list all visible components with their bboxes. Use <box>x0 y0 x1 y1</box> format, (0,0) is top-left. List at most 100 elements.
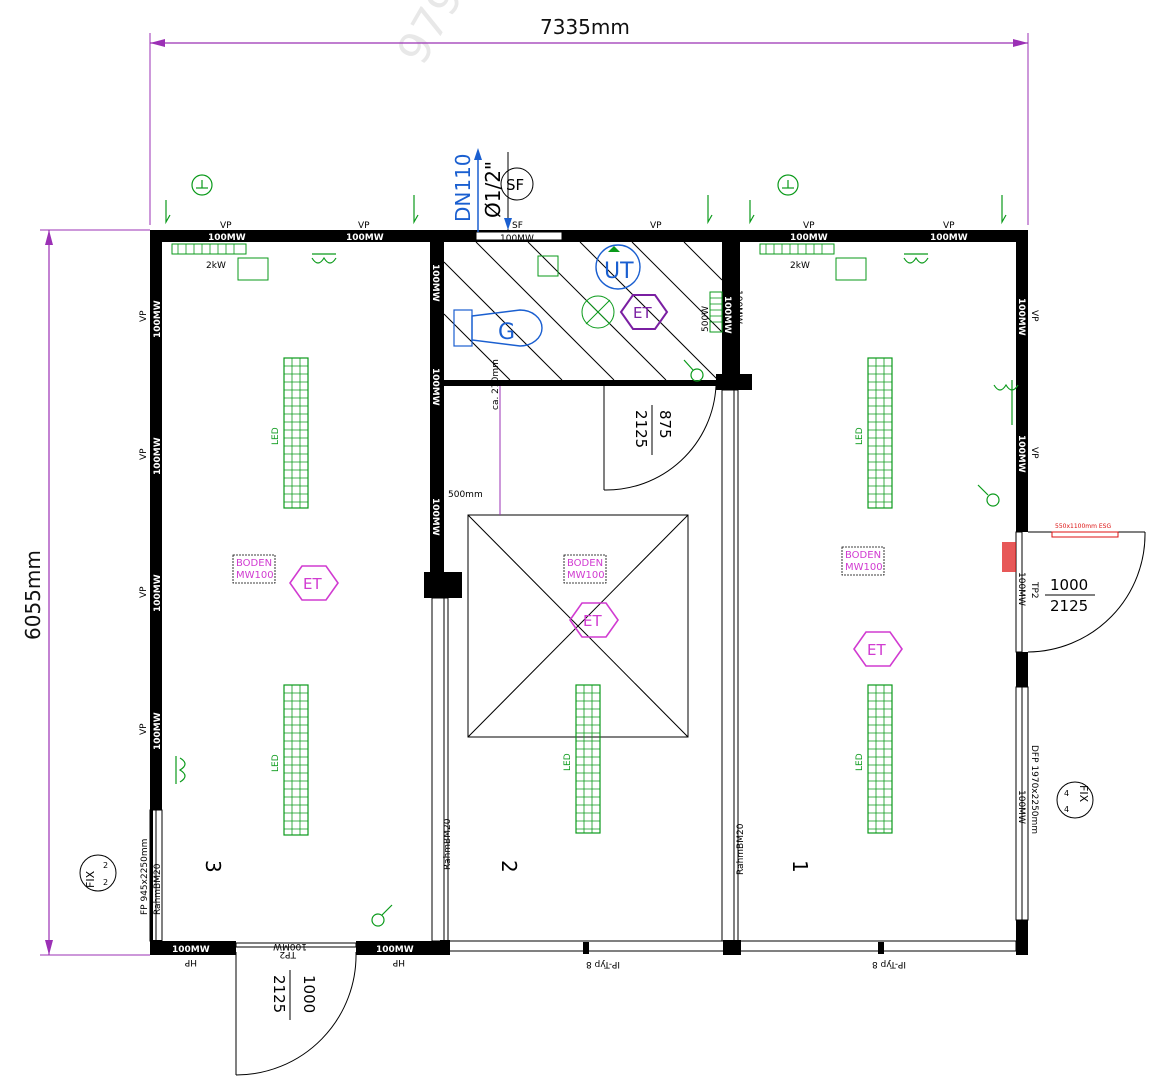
led-panel-room3-top: LED <box>271 357 309 509</box>
wall-label-bottom-1: 100MW <box>172 945 210 955</box>
frame-post-fill-l <box>440 940 450 955</box>
room-number-1: 1 <box>788 860 812 873</box>
wall-label-bottom-door: 100MW <box>273 941 307 951</box>
inner-door-height: 2125 <box>632 410 650 448</box>
esg-window <box>1051 531 1119 538</box>
floor-label-room2: BODEN MW100 <box>563 554 607 584</box>
frame-post-fill-m2 <box>878 942 884 954</box>
right-window-wall: 100MW <box>1016 790 1026 824</box>
sf-label-top: SF <box>512 221 523 231</box>
wall-label-right-2: 100MW <box>1016 435 1026 473</box>
sink-fixture: UT <box>595 244 641 290</box>
inner-door <box>603 385 717 491</box>
left-window <box>149 809 163 942</box>
frame-label-left: RahmBM20 <box>443 818 453 870</box>
bathroom-switch <box>537 255 559 277</box>
height-label: 6055mm <box>21 550 45 640</box>
wall-label-int-2: 100MW <box>430 368 440 406</box>
led-panel-room1-top-label: LED <box>855 427 865 445</box>
svg-text:MW100: MW100 <box>845 562 883 573</box>
right-door-wall: 100MW <box>1016 572 1026 606</box>
wall-label-left-1: 100MW <box>153 300 163 338</box>
heater-room1: 2kW <box>759 243 867 281</box>
heater-room3: 2kW <box>171 243 269 281</box>
left-window-label: FP 945x2250mm <box>140 839 150 915</box>
svg-text:SF: SF <box>506 176 524 194</box>
room-number-3: 3 <box>201 860 225 873</box>
wall-label-int-1: 100MW <box>430 264 440 302</box>
vp-label-right-2: VP <box>1029 447 1039 459</box>
wall-label-top-1: 100MW <box>208 233 246 243</box>
dim-270-label: ca. 270mm <box>491 359 501 410</box>
vp-label-top-3: VP <box>650 221 662 231</box>
void-box <box>467 514 689 738</box>
boiler: 500W <box>701 291 723 333</box>
pipe-labels: DN110 Ø1/2" SF <box>451 148 534 232</box>
bathroom-hatch <box>443 241 723 381</box>
svg-text:FIX: FIX <box>84 870 97 888</box>
wall-label-top-4: 100MW <box>930 233 968 243</box>
inner-door-width: 875 <box>656 410 674 439</box>
svg-text:BODEN: BODEN <box>845 550 881 561</box>
vp-label-left-1: VP <box>139 310 149 322</box>
watermark: 979 <box>388 0 474 73</box>
right-window-label: DFP 1970x2250mm <box>1029 745 1039 834</box>
led-panel-room2: LED <box>563 684 601 834</box>
ground-symbols <box>165 174 1007 225</box>
svg-text:2: 2 <box>103 861 108 870</box>
wall-label-top-sf: 100MW <box>500 234 534 244</box>
wall-label-int-3: 100MW <box>430 498 440 536</box>
led-panel-room1-bottom-label: LED <box>855 753 865 771</box>
svg-text:ET: ET <box>303 575 322 593</box>
esg-label: 550x1100mm ESG <box>1055 523 1111 530</box>
wall-label-left-4: 100MW <box>153 712 163 750</box>
right-door-height: 2125 <box>1050 597 1088 615</box>
frame-label-right: RahmBM20 <box>736 823 746 875</box>
svg-text:500W: 500W <box>701 306 711 332</box>
et-symbol-bathroom: ET <box>619 294 669 330</box>
fix-symbol-left: FIX 2 2 <box>79 854 117 892</box>
et-symbol-room1: ET <box>853 631 903 667</box>
svg-text:DN110: DN110 <box>451 153 475 222</box>
esg-hatch <box>1002 542 1016 572</box>
wall-label-int-5: 100MW <box>733 290 743 324</box>
fix-symbol-right: FIX 4 4 <box>1056 781 1094 819</box>
width-label: 7335mm <box>540 15 630 39</box>
vp-label-top-1: VP <box>220 221 232 231</box>
wc-fixture: G <box>453 309 543 347</box>
svg-text:BODEN: BODEN <box>567 558 603 569</box>
vp-label-left-2: VP <box>139 448 149 460</box>
bottom-door-type: TP2 <box>279 949 297 959</box>
et-symbol-room3: ET <box>289 565 339 601</box>
partition-label-2: IP-Typ 8 <box>872 959 906 969</box>
svg-text:ET: ET <box>583 612 602 630</box>
frame-post-fill-m <box>583 942 589 954</box>
hp-label-bottom-2: HP <box>392 957 405 967</box>
floor-label-room1: BODEN MW100 <box>841 546 885 576</box>
bottom-door-width: 1000 <box>300 975 318 1013</box>
bottom-door-height: 2125 <box>270 975 288 1013</box>
partition-label-1: IP-Typ 8 <box>586 959 620 969</box>
wall-label-int-4: 100MW <box>722 296 732 334</box>
width-dimension: 7335mm <box>149 15 1029 225</box>
wall-label-left-2: 100MW <box>153 437 163 475</box>
wall-label-top-2: 100MW <box>346 233 384 243</box>
led-panels: LED LED LED LED LED <box>271 357 893 836</box>
svg-text:ET: ET <box>867 641 886 659</box>
bottom-door <box>235 942 357 1076</box>
vp-label-right-1: VP <box>1029 310 1039 322</box>
svg-text:MW100: MW100 <box>236 570 274 581</box>
et-symbol-room2: ET <box>569 602 619 638</box>
led-panel-room3-bottom-label: LED <box>271 754 281 772</box>
svg-text:2kW: 2kW <box>790 261 810 271</box>
vp-label-left-3: VP <box>139 586 149 598</box>
outer-walls <box>150 230 1028 955</box>
vp-label-top-5: VP <box>943 221 955 231</box>
svg-text:4: 4 <box>1064 805 1069 814</box>
wall-label-left-3: 100MW <box>153 574 163 612</box>
fan-symbol <box>581 295 615 329</box>
vp-label-left-4: VP <box>139 723 149 735</box>
svg-text:Ø1/2": Ø1/2" <box>481 161 505 218</box>
right-door-width: 1000 <box>1050 576 1088 594</box>
